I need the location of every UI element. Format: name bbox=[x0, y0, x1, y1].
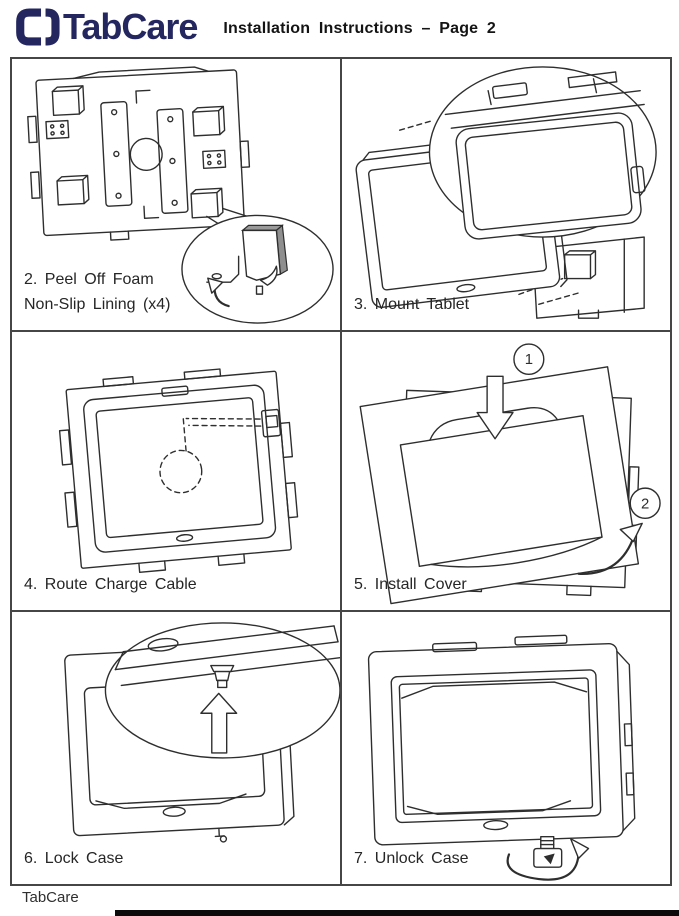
home-button bbox=[483, 819, 509, 831]
foam-pad bbox=[192, 105, 226, 137]
panel-caption: 2. Peel Off Foam Non-Slip Lining (x4) bbox=[24, 268, 171, 318]
magnifier-detail-circle bbox=[104, 622, 340, 759]
panel-step-6-lock-case: 6. Lock Case bbox=[12, 612, 342, 884]
panel-step-3-mount-tablet: 3. Mount Tablet bbox=[342, 59, 670, 332]
instruction-grid: 2. Peel Off Foam Non-Slip Lining (x4) bbox=[10, 57, 672, 886]
svg-text:1: 1 bbox=[525, 351, 533, 368]
cable-route-dashed bbox=[159, 417, 262, 494]
peel-corner bbox=[259, 265, 278, 286]
case-drawing bbox=[367, 634, 636, 846]
step-1-badge: 1 bbox=[513, 343, 545, 376]
cover-frame-drawing bbox=[359, 366, 640, 605]
panel-step-4-route-cable: 4. Route Charge Cable bbox=[12, 332, 342, 612]
page-header: TabCare Installation Instructions – Page… bbox=[0, 0, 679, 54]
caption-line-1: 2. Peel Off Foam bbox=[24, 271, 154, 289]
unlock-case-illustration bbox=[367, 634, 636, 881]
magnifier-detail-circle bbox=[181, 214, 334, 324]
charge-port bbox=[260, 408, 282, 438]
peel-foam-illustration bbox=[27, 66, 334, 324]
back-plate-drawing bbox=[27, 66, 251, 241]
press-down-arrow-icon bbox=[476, 375, 514, 440]
lock-case-illustration bbox=[64, 622, 340, 843]
panel-step-2-peel-foam: 2. Peel Off Foam Non-Slip Lining (x4) bbox=[12, 59, 342, 332]
peel-rotate-arrow-icon bbox=[207, 277, 230, 308]
step-2-badge: 2 bbox=[629, 487, 661, 520]
tabcare-logo: TabCare bbox=[13, 5, 198, 49]
lock-pin-detail bbox=[210, 664, 235, 689]
panel-step-7-unlock-case: 7. Unlock Case bbox=[342, 612, 670, 884]
bottom-black-bar bbox=[115, 910, 679, 916]
key-icon bbox=[533, 836, 563, 868]
push-up-arrow-icon bbox=[200, 692, 238, 754]
panel-caption: 7. Unlock Case bbox=[354, 850, 469, 868]
svg-text:2: 2 bbox=[641, 495, 649, 512]
panel-caption: 6. Lock Case bbox=[24, 850, 124, 868]
rotate-arrow-icon bbox=[577, 522, 643, 575]
foam-pad bbox=[190, 187, 224, 219]
panel-caption: 5. Install Cover bbox=[354, 576, 467, 594]
install-cover-illustration: 1 2 bbox=[359, 343, 661, 605]
mounted-tablet-drawing bbox=[58, 368, 299, 573]
panel-caption: 4. Route Charge Cable bbox=[24, 576, 197, 594]
mount-plate-drawing bbox=[518, 236, 645, 319]
panel-caption: 3. Mount Tablet bbox=[354, 296, 470, 314]
mount-tablet-illustration bbox=[355, 66, 657, 319]
route-cable-illustration bbox=[58, 368, 299, 573]
caption-line-2: Non-Slip Lining (x4) bbox=[24, 296, 171, 314]
foam-pad bbox=[51, 85, 85, 117]
tabcare-logo-text: TabCare bbox=[63, 6, 198, 47]
page-footer-brand: TabCare bbox=[22, 889, 79, 906]
home-button bbox=[456, 283, 476, 293]
panel-step-5-install-cover: 1 2 5. Install Cover bbox=[342, 332, 670, 612]
tabcare-logo-icon bbox=[16, 8, 60, 46]
home-button bbox=[175, 533, 194, 542]
rotate-arrow-icon bbox=[506, 837, 590, 881]
magnifier-detail-circle bbox=[428, 66, 657, 240]
page-title: Installation Instructions – Page 2 bbox=[223, 20, 497, 37]
foam-pad bbox=[56, 174, 90, 206]
lock-pin-bottom bbox=[219, 835, 228, 843]
